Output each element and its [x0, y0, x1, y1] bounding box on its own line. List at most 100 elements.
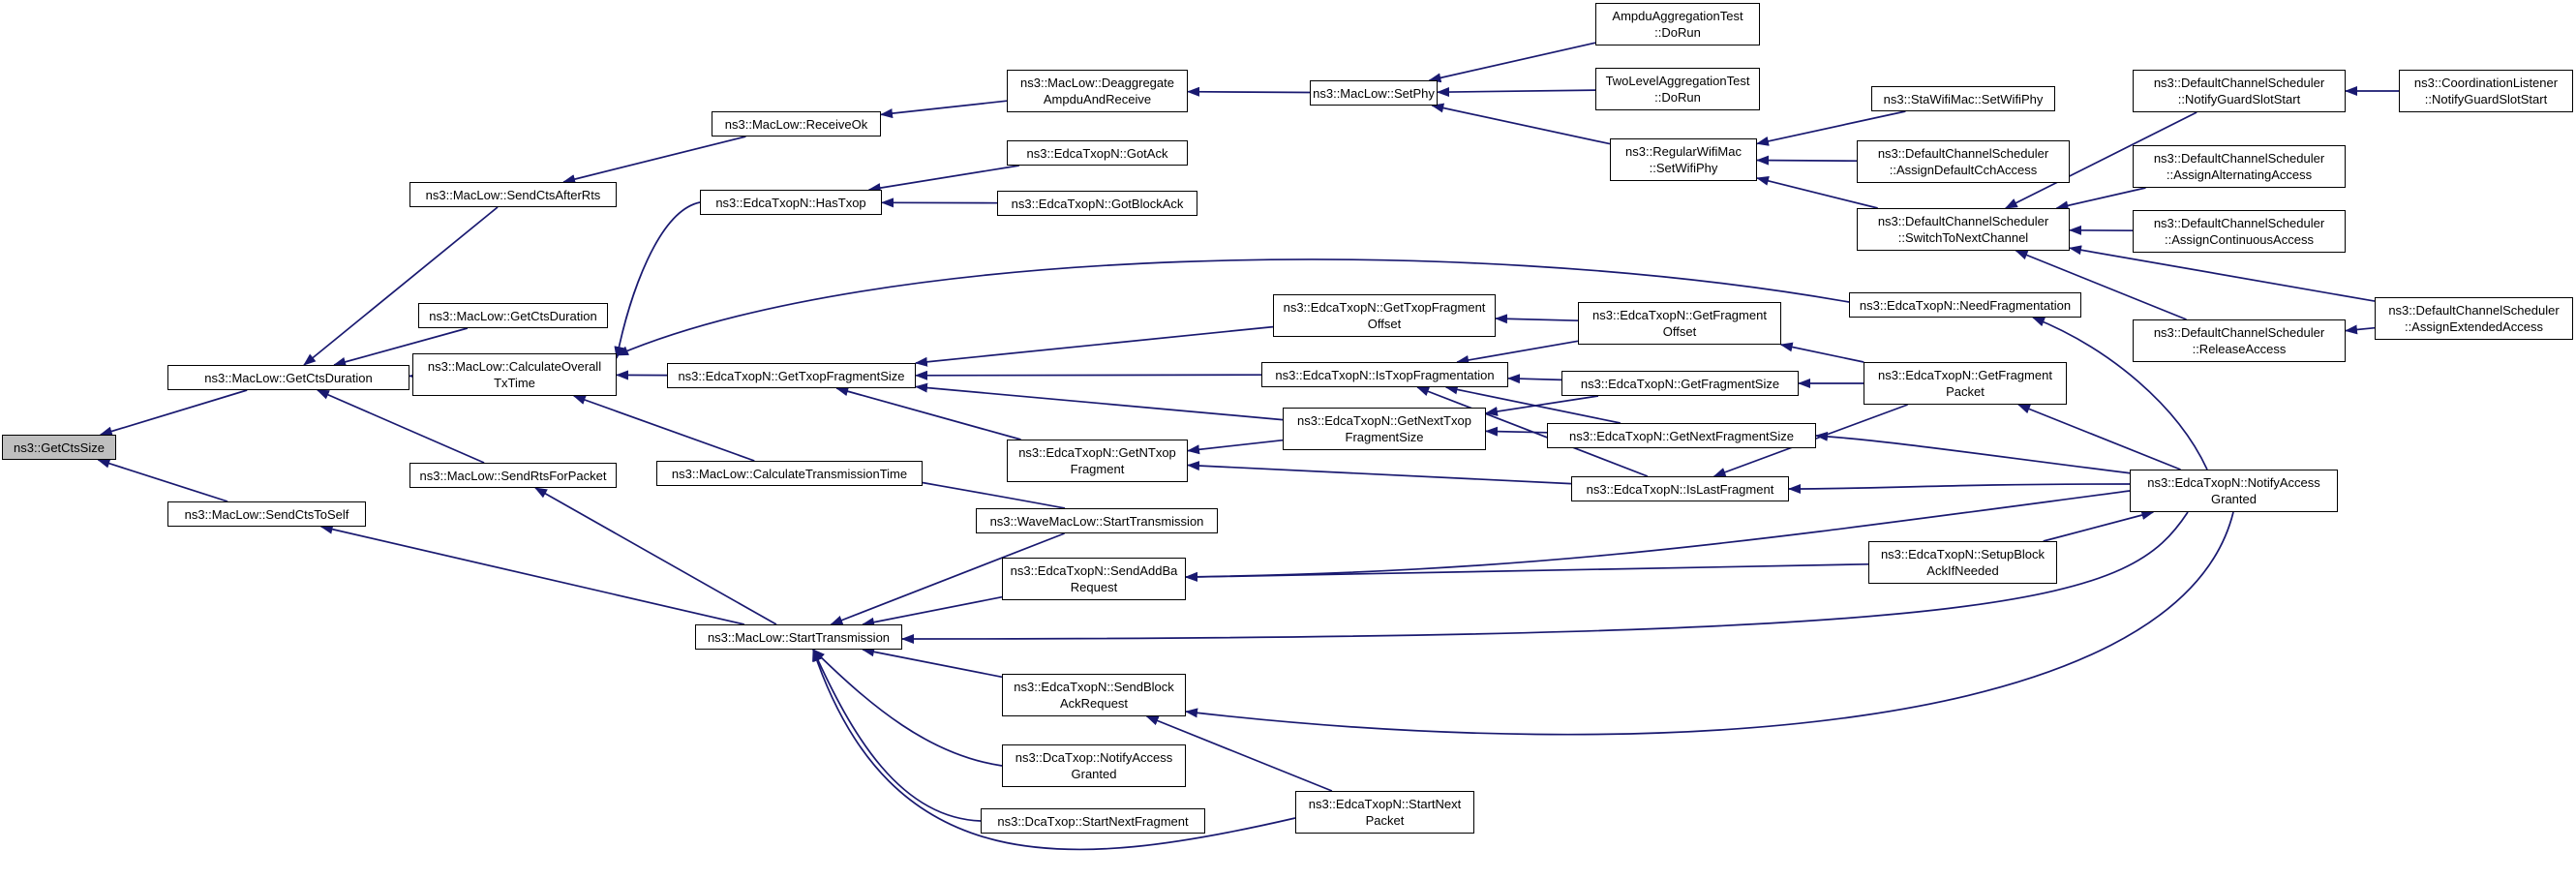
node-label: ns3::EdcaTxopN::GetTxopFragmentSize — [678, 368, 905, 383]
edge-maclow-deaggregate-ampduandreceive-to-maclow-receiveok — [880, 100, 1008, 119]
node-label: ns3::WaveMacLow::StartTransmission — [989, 513, 1204, 529]
node-label: ns3::DefaultChannelScheduler — [1877, 214, 2049, 228]
node-label: ns3::MacLow::StartTransmission — [707, 629, 891, 645]
edge-maclow-setphy-to-maclow-deaggregate-ampduandreceive — [1187, 86, 1311, 97]
edge-edcatxopn-startnext-packet-to-maclow-starttransmission — [812, 649, 1296, 851]
node-maclow-calculatetransmissiontime[interactable]: ns3::MacLow::CalculateTransmissionTime — [656, 461, 923, 486]
node-maclow-getctsduration[interactable]: ns3::MacLow::GetCtsDuration — [418, 303, 608, 328]
node-defaultchannelscheduler-notifyguardslotstart[interactable]: ns3::DefaultChannelScheduler::NotifyGuar… — [2133, 70, 2346, 112]
node-edcatxopn-istxopfragmentation[interactable]: ns3::EdcaTxopN::IsTxopFragmentation — [1261, 362, 1508, 387]
node-label: Packet — [1946, 384, 1985, 399]
edge-edcatxopn-hastxop-to-maclow-calculateoverall-txtime — [614, 201, 701, 359]
node-label: ns3::EdcaTxopN::GetNextTxop — [1297, 413, 1471, 428]
node-ampduaggregationtest-dorun[interactable]: AmpduAggregationTest::DoRun — [1595, 3, 1760, 46]
node-label: ns3::MacLow::GetCtsDuration — [429, 308, 597, 323]
edge-maclow-getctsduration-to-getctssize — [99, 389, 248, 437]
node-label: ns3::EdcaTxopN::IsTxopFragmentation — [1275, 367, 1495, 382]
edge-edcatxopn-notifyaccess-granted-to-edcatxopn-needfragmentation — [2032, 317, 2208, 470]
node-label: ns3::MacLow::SendCtsToSelf — [184, 506, 349, 522]
node-edcatxopn-gettxopfragmentsize[interactable]: ns3::EdcaTxopN::GetTxopFragmentSize — [667, 363, 916, 388]
node-label: ns3::MacLow::Deaggregate — [1020, 76, 1174, 90]
node-maclow-setphy[interactable]: ns3::MacLow::SetPhy — [1310, 80, 1438, 106]
node-label: ns3::MacLow::SendCtsAfterRts — [425, 187, 601, 202]
node-defaultchannelscheduler-switchtonextchannel[interactable]: ns3::DefaultChannelScheduler::SwitchToNe… — [1857, 208, 2070, 251]
node-label: ns3::GetCtsSize — [14, 440, 105, 455]
edge-regularwifimac-setwifiphy-to-maclow-setphy — [1431, 103, 1611, 145]
edge-defaultchannelscheduler-releaseaccess-to-defaultchannelscheduler-switchtonextchannel — [2015, 250, 2187, 320]
edge-maclow-sendctstoself-to-getctssize — [97, 458, 228, 502]
node-edcatxopn-islastfragment[interactable]: ns3::EdcaTxopN::IsLastFragment — [1571, 476, 1789, 501]
node-label: ns3::MacLow::ReceiveOk — [724, 116, 868, 132]
edge-edcatxopn-notifyaccess-granted-to-edcatxopn-getnextfragmentsize — [1815, 431, 2140, 475]
node-label: ns3::StaWifiMac::SetWifiPhy — [1883, 91, 2044, 106]
edge-edcatxopn-notifyaccess-granted-to-edcatxopn-getfragment-packet — [2017, 404, 2181, 470]
node-dcatxop-startnextfragment[interactable]: ns3::DcaTxop::StartNextFragment — [981, 808, 1205, 834]
node-maclow-sendrtsforpacket[interactable]: ns3::MacLow::SendRtsForPacket — [409, 463, 617, 488]
node-defaultchannelscheduler-assignextendedaccess[interactable]: ns3::DefaultChannelScheduler::AssignExte… — [2375, 297, 2573, 340]
node-label: Offset — [1662, 324, 1697, 339]
node-edcatxopn-gotblockack[interactable]: ns3::EdcaTxopN::GotBlockAck — [997, 191, 1197, 216]
node-stawifimac-setwifiphy[interactable]: ns3::StaWifiMac::SetWifiPhy — [1871, 86, 2055, 111]
node-edcatxopn-getnextfragmentsize[interactable]: ns3::EdcaTxopN::GetNextFragmentSize — [1547, 423, 1816, 448]
node-label: ns3::EdcaTxopN::StartNext — [1308, 797, 1462, 811]
node-label: ns3::EdcaTxopN::GetNextFragmentSize — [1569, 428, 1794, 443]
node-label: FragmentSize — [1345, 430, 1424, 444]
node-label: Offset — [1367, 317, 1402, 331]
edge-edcatxopn-startnext-packet-to-edcatxopn-sendblock-ackrequest — [1145, 715, 1333, 792]
node-label: ::SwitchToNextChannel — [1897, 230, 2029, 245]
node-edcatxopn-hastxop[interactable]: ns3::EdcaTxopN::HasTxop — [700, 190, 882, 215]
node-coordinationlistener-notifyguardslotstart[interactable]: ns3::CoordinationListener::NotifyGuardSl… — [2399, 70, 2573, 112]
node-defaultchannelscheduler-releaseaccess[interactable]: ns3::DefaultChannelScheduler::ReleaseAcc… — [2133, 319, 2346, 362]
node-label: ns3::EdcaTxopN::GetNTxop — [1018, 445, 1176, 460]
edge-edcatxopn-getntxop-fragment-to-edcatxopn-gettxopfragmentsize — [835, 386, 1021, 440]
node-regularwifimac-setwifiphy[interactable]: ns3::RegularWifiMac::SetWifiPhy — [1610, 138, 1757, 181]
node-label: TwoLevelAggregationTest — [1605, 74, 1750, 88]
node-edcatxopn-gotack[interactable]: ns3::EdcaTxopN::GotAck — [1007, 140, 1188, 166]
node-maclow-sendctsafterrts[interactable]: ns3::MacLow::SendCtsAfterRts — [409, 182, 617, 207]
node-label: ns3::DefaultChannelScheduler — [2153, 216, 2325, 230]
edge-edcatxopn-notifyaccess-granted-to-edcatxopn-islastfragment — [1788, 483, 2131, 494]
node-defaultchannelscheduler-assignalternatingaccess[interactable]: ns3::DefaultChannelScheduler::AssignAlte… — [2133, 145, 2346, 188]
node-edcatxopn-getfragmentsize[interactable]: ns3::EdcaTxopN::GetFragmentSize — [1561, 371, 1799, 396]
node-twolevelaggregationtest-dorun[interactable]: TwoLevelAggregationTest::DoRun — [1595, 68, 1760, 110]
node-edcatxopn-needfragmentation[interactable]: ns3::EdcaTxopN::NeedFragmentation — [1849, 292, 2081, 318]
node-label: ns3::EdcaTxopN::GetFragment — [1878, 368, 2052, 382]
node-maclow-sendctstoself[interactable]: ns3::MacLow::SendCtsToSelf — [167, 501, 366, 527]
node-label: ns3::EdcaTxopN::SendBlock — [1014, 680, 1174, 694]
node-label: ns3::DefaultChannelScheduler — [1877, 146, 2049, 161]
edge-defaultchannelscheduler-assigndefaultcchaccess-to-regularwifimac-setwifiphy — [1756, 155, 1858, 166]
edge-twolevelaggregationtest-dorun-to-maclow-setphy — [1437, 87, 1596, 98]
node-wavemaclow-starttransmission[interactable]: ns3::WaveMacLow::StartTransmission — [976, 508, 1218, 533]
edge-edcatxopn-notifyaccess-granted-to-maclow-starttransmission — [901, 511, 2189, 644]
node-label: AckIfNeeded — [1926, 563, 1999, 578]
edge-edcatxopn-getnexttxop-fragmentsize-to-edcatxopn-getntxop-fragment — [1187, 439, 1284, 455]
node-label: ns3::EdcaTxopN::GetTxopFragment — [1283, 300, 1486, 315]
node-maclow-receiveok[interactable]: ns3::MacLow::ReceiveOk — [712, 111, 881, 137]
node-label: Packet — [1365, 813, 1405, 828]
node-label: Granted — [1071, 767, 1117, 781]
edge-maclow-starttransmission-to-maclow-sendrtsforpacket — [534, 487, 777, 625]
node-label: ns3::DcaTxop::StartNextFragment — [997, 813, 1189, 829]
node-label: ::DoRun — [1654, 90, 1701, 105]
edge-edcatxopn-getfragmentsize-to-edcatxopn-istxopfragmentation — [1507, 374, 1562, 384]
node-label: ::NotifyGuardSlotStart — [2424, 92, 2548, 106]
node-defaultchannelscheduler-assigndefaultcchaccess[interactable]: ns3::DefaultChannelScheduler::AssignDefa… — [1857, 140, 2070, 183]
node-maclow-getctsduration[interactable]: ns3::MacLow::GetCtsDuration — [167, 365, 409, 390]
node-maclow-starttransmission[interactable]: ns3::MacLow::StartTransmission — [695, 624, 902, 650]
node-defaultchannelscheduler-assigncontinuousaccess[interactable]: ns3::DefaultChannelScheduler::AssignCont… — [2133, 210, 2346, 253]
edge-edcatxopn-istxopfragmentation-to-edcatxopn-gettxopfragmentsize — [915, 370, 1262, 380]
edge-edcatxopn-getnextfragmentsize-to-edcatxopn-getnexttxop-fragmentsize — [1485, 426, 1548, 437]
